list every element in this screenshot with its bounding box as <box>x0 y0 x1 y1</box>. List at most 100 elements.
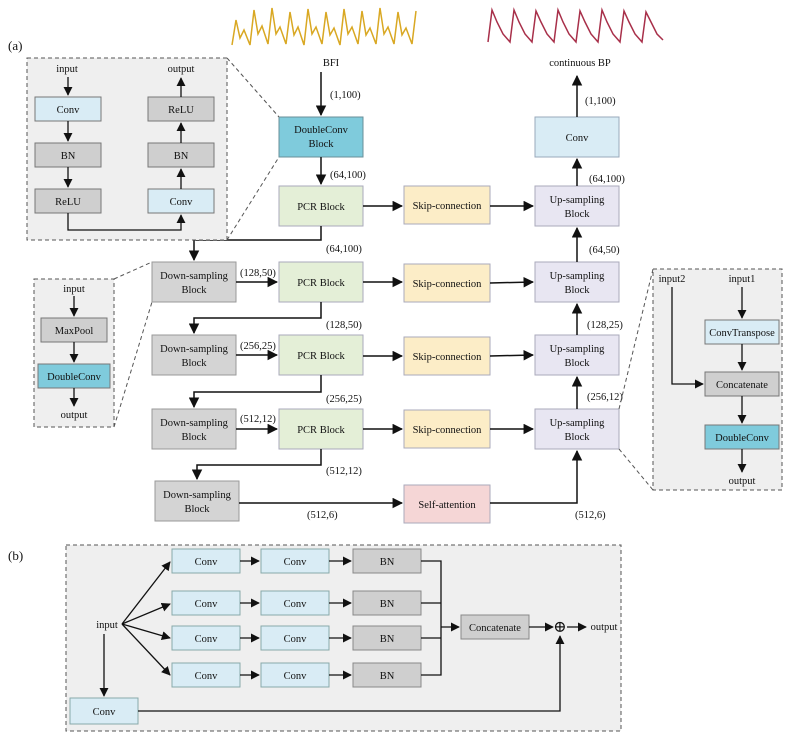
svg-text:Block: Block <box>181 358 207 369</box>
svg-text:Block: Block <box>308 139 334 150</box>
output-conv-block: Conv <box>534 116 620 158</box>
shape-label: (256,12) <box>587 392 623 403</box>
shape-label: (256,25) <box>240 341 276 352</box>
up-sampling-block-1: Up-sampling Block <box>534 185 620 227</box>
bfi-label: BFI <box>323 58 340 69</box>
svg-text:Up-sampling: Up-sampling <box>550 344 606 355</box>
main-connections <box>188 72 583 509</box>
svg-text:Up-sampling: Up-sampling <box>550 195 606 206</box>
svg-text:Conv: Conv <box>195 557 219 568</box>
shape-label: (128,25) <box>587 320 623 331</box>
svg-text:Conv: Conv <box>284 671 308 682</box>
svg-text:PCR Block: PCR Block <box>297 351 345 362</box>
svg-text:Skip-connection: Skip-connection <box>413 201 483 212</box>
pcr-block-4: PCR Block <box>278 408 364 450</box>
svg-text:Conv: Conv <box>195 599 219 610</box>
svg-text:input2: input2 <box>659 274 686 285</box>
svg-text:BN: BN <box>380 599 395 610</box>
shape-label: (1,100) <box>585 96 616 107</box>
svg-text:Skip-connection: Skip-connection <box>413 279 483 290</box>
downsampling-inset: input MaxPool DoubleConv output <box>33 261 153 428</box>
svg-text:Down-sampling: Down-sampling <box>160 344 228 355</box>
svg-text:PCR Block: PCR Block <box>297 202 345 213</box>
continuous-bp-label: continuous BP <box>549 58 611 69</box>
svg-text:DoubleConv: DoubleConv <box>47 372 101 383</box>
bp-waveform <box>487 7 664 44</box>
svg-text:Down-sampling: Down-sampling <box>160 271 228 282</box>
svg-text:BN: BN <box>61 151 76 162</box>
svg-text:Conv: Conv <box>57 105 81 116</box>
svg-text:BN: BN <box>380 634 395 645</box>
svg-text:BN: BN <box>380 671 395 682</box>
svg-text:output: output <box>61 410 88 421</box>
svg-text:Self-attention: Self-attention <box>418 500 476 511</box>
svg-text:Conv: Conv <box>284 634 308 645</box>
skip-connection-4: Skip-connection <box>403 409 491 449</box>
shape-label: (64,100) <box>326 244 362 255</box>
svg-text:ConvTranspose: ConvTranspose <box>709 328 775 339</box>
svg-text:Concatenate: Concatenate <box>469 623 521 634</box>
shape-label: (512,6) <box>307 510 338 521</box>
panel-a-label: (a) <box>8 38 22 53</box>
bfi-waveform <box>231 7 417 46</box>
shape-label: (64,100) <box>589 174 625 185</box>
pcr-input-label: input <box>96 620 118 631</box>
svg-text:Block: Block <box>564 358 590 369</box>
skip-connection-2: Skip-connection <box>403 263 491 303</box>
svg-text:Down-sampling: Down-sampling <box>163 490 231 501</box>
self-attention-block: Self-attention <box>403 484 491 524</box>
svg-text:Up-sampling: Up-sampling <box>550 271 606 282</box>
up-sampling-block-4: Up-sampling Block <box>534 408 620 450</box>
inset-output-label: output <box>168 64 195 75</box>
svg-text:ReLU: ReLU <box>168 105 194 116</box>
shape-label: (512,6) <box>575 510 606 521</box>
svg-text:Down-sampling: Down-sampling <box>160 418 228 429</box>
pcr-block-detail: input Conv Conv BN Conv Conv BN Conv Con… <box>65 544 622 732</box>
shape-label: (128,50) <box>326 320 362 331</box>
down-sampling-block-2: Down-sampling Block <box>151 334 237 376</box>
up-sampling-block-2: Up-sampling Block <box>534 261 620 303</box>
svg-text:Block: Block <box>181 432 207 443</box>
shape-label: (512,12) <box>326 466 362 477</box>
pcr-block-3: PCR Block <box>278 334 364 376</box>
add-operator-icon: ⊕ <box>553 619 566 636</box>
shape-label: (128,50) <box>240 268 276 279</box>
svg-text:Skip-connection: Skip-connection <box>413 425 483 436</box>
skip-connection-3: Skip-connection <box>403 336 491 376</box>
svg-text:Conv: Conv <box>195 634 219 645</box>
svg-text:Block: Block <box>181 285 207 296</box>
svg-text:Block: Block <box>564 209 590 220</box>
svg-text:PCR Block: PCR Block <box>297 425 345 436</box>
up-sampling-block-3: Up-sampling Block <box>534 334 620 376</box>
svg-text:Conv: Conv <box>93 707 117 718</box>
svg-text:Up-sampling: Up-sampling <box>550 418 606 429</box>
shape-label: (512,12) <box>240 414 276 425</box>
svg-text:DoubleConv: DoubleConv <box>294 125 348 136</box>
svg-text:Conv: Conv <box>195 671 219 682</box>
svg-text:Concatenate: Concatenate <box>716 380 768 391</box>
svg-text:PCR Block: PCR Block <box>297 278 345 289</box>
svg-text:ReLU: ReLU <box>55 197 81 208</box>
svg-text:BN: BN <box>380 557 395 568</box>
pcr-output-label: output <box>591 622 618 633</box>
svg-text:Block: Block <box>564 285 590 296</box>
svg-text:output: output <box>729 476 756 487</box>
skip-connection-1: Skip-connection <box>403 185 491 225</box>
svg-text:Block: Block <box>184 504 210 515</box>
svg-text:Conv: Conv <box>566 133 590 144</box>
svg-text:Conv: Conv <box>284 599 308 610</box>
shape-label: (64,100) <box>330 170 366 181</box>
svg-text:BN: BN <box>174 151 189 162</box>
shape-label: (64,50) <box>589 245 620 256</box>
doubleconv-inset: input output Conv BN ReLU ReLU BN Conv <box>26 57 280 241</box>
svg-text:MaxPool: MaxPool <box>55 326 94 337</box>
svg-text:Conv: Conv <box>284 557 308 568</box>
doubleconv-block: DoubleConv Block <box>278 116 364 158</box>
svg-text:input1: input1 <box>729 274 756 285</box>
upsampling-inset: input2 input1 ConvTranspose Concatenate … <box>618 268 783 491</box>
down-sampling-block-1: Down-sampling Block <box>151 261 237 303</box>
svg-text:Conv: Conv <box>170 197 194 208</box>
pcr-block-2: PCR Block <box>278 261 364 303</box>
down-sampling-block-4: Down-sampling Block <box>154 480 240 522</box>
